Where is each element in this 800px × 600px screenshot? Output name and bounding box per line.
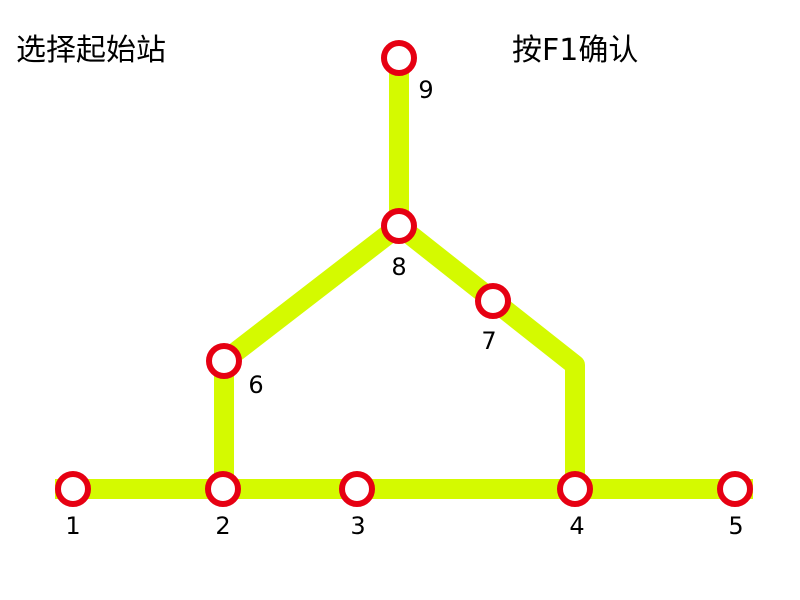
track-east-branch [392, 218, 585, 489]
station-label: 3 [350, 512, 365, 540]
station-label: 1 [65, 512, 80, 540]
station-label: 9 [418, 76, 433, 104]
station-marker[interactable] [717, 471, 753, 507]
station-9[interactable]: 9 [381, 40, 434, 104]
station-label: 4 [569, 512, 584, 540]
station-2[interactable]: 2 [205, 471, 241, 540]
station-7[interactable]: 7 [475, 283, 511, 355]
confirm-hint: 按F1确认 [512, 33, 639, 68]
station-marker[interactable] [557, 471, 593, 507]
station-marker[interactable] [381, 40, 417, 76]
station-label: 6 [248, 371, 263, 399]
page-title: 选择起始站 [16, 33, 166, 68]
station-8[interactable]: 8 [381, 208, 417, 281]
station-marker[interactable] [381, 208, 417, 244]
station-marker[interactable] [206, 343, 242, 379]
station-marker[interactable] [55, 471, 91, 507]
station-label: 2 [215, 512, 230, 540]
station-marker[interactable] [475, 283, 511, 319]
station-4[interactable]: 4 [557, 471, 593, 540]
station-marker[interactable] [339, 471, 375, 507]
station-marker[interactable] [205, 471, 241, 507]
station-label: 5 [728, 512, 743, 540]
station-label: 8 [391, 253, 406, 281]
station-3[interactable]: 3 [339, 471, 375, 540]
station-5[interactable]: 5 [717, 471, 753, 540]
station-6[interactable]: 6 [206, 343, 264, 399]
station-label: 7 [481, 327, 496, 355]
track-west-branch [214, 218, 406, 489]
station-1[interactable]: 1 [55, 471, 91, 540]
station-layer: 1 2 3 4 5 6 7 8 9 [55, 40, 753, 540]
track-layer [55, 58, 753, 499]
